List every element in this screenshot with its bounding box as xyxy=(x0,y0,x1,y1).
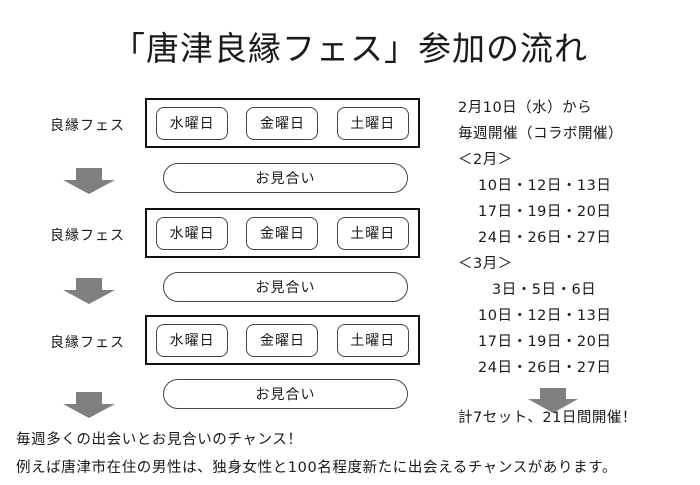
schedule-line: 24日・26日・27日 xyxy=(478,360,612,376)
day-chip-saturday-2: 土曜日 xyxy=(336,216,409,250)
schedule-month-heading-february: ＜2月＞ xyxy=(458,152,513,168)
day-chip-friday-2: 金曜日 xyxy=(246,216,319,250)
stage-label-3: 良縁フェス xyxy=(50,335,125,351)
arrow-down-icon-3 xyxy=(63,392,115,418)
fes-box-3: 水曜日 金曜日 土曜日 xyxy=(145,315,420,365)
schedule-line: 10日・12日・13日 xyxy=(478,178,612,194)
day-chip-friday-1: 金曜日 xyxy=(246,106,319,140)
schedule-line: 毎週開催（コラボ開催） xyxy=(458,126,623,142)
schedule-line: 17日・19日・20日 xyxy=(478,334,612,350)
stage-label-1: 良縁フェス xyxy=(50,118,125,134)
schedule-line: 2月10日（水）から xyxy=(458,100,593,116)
fes-box-2: 水曜日 金曜日 土曜日 xyxy=(145,208,420,258)
schedule-line: 3日・5日・6日 xyxy=(492,282,597,298)
day-chip-saturday-1: 土曜日 xyxy=(336,106,409,140)
footnote-chance: 毎週多くの出会いとお見合いのチャンス！ xyxy=(16,432,303,448)
day-chip-wednesday-1: 水曜日 xyxy=(156,106,229,140)
arrow-down-icon-summary xyxy=(528,388,578,413)
omiai-box-3: お見合い xyxy=(163,379,408,409)
participation-flow-diagram: 良縁フェス 水曜日 金曜日 土曜日 お見合い 良縁フェス 水曜日 金曜日 土曜日… xyxy=(50,98,420,418)
fes-box-1: 水曜日 金曜日 土曜日 xyxy=(145,98,420,148)
footnote-example: 例えば唐津市在住の男性は、独身女性と100名程度新たに出会えるチャンスがあります… xyxy=(16,460,617,476)
day-chip-friday-3: 金曜日 xyxy=(246,323,319,357)
omiai-box-1: お見合い xyxy=(163,163,408,193)
stage-label-2: 良縁フェス xyxy=(50,228,125,244)
day-chip-saturday-3: 土曜日 xyxy=(336,323,409,357)
omiai-box-2: お見合い xyxy=(163,272,408,302)
schedule-line: 10日・12日・13日 xyxy=(478,308,612,324)
arrow-down-icon-2 xyxy=(63,278,115,304)
page-title: 「唐津良縁フェス」参加の流れ xyxy=(112,29,588,68)
schedule-summary-text: 計7セット、21日間開催！ xyxy=(458,410,637,426)
schedule-month-heading-march: ＜3月＞ xyxy=(458,256,513,272)
schedule-line: 24日・26日・27日 xyxy=(478,230,612,246)
day-chip-wednesday-2: 水曜日 xyxy=(156,216,229,250)
schedule-list: 2月10日（水）から 毎週開催（コラボ開催） ＜2月＞ 10日・12日・13日 … xyxy=(458,95,698,381)
schedule-line: 17日・19日・20日 xyxy=(478,204,612,220)
day-chip-wednesday-3: 水曜日 xyxy=(156,323,229,357)
arrow-down-icon-1 xyxy=(63,168,115,194)
